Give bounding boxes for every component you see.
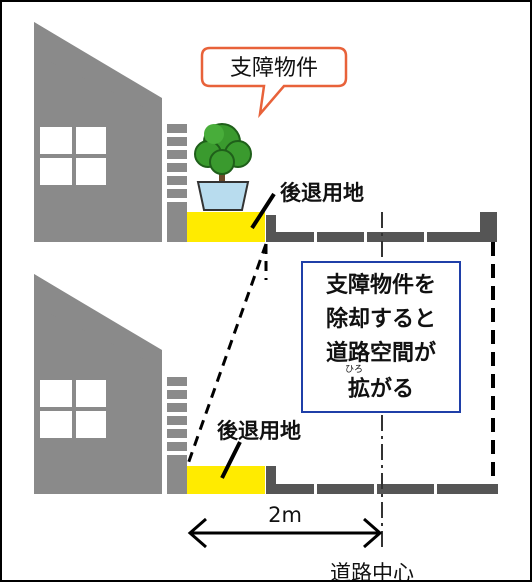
setback-label-top: 後退用地 [280,181,364,205]
wall-top [167,124,187,242]
info-box: 支障物件を 除却すると 道路空間が ひろ 拡がる [301,261,461,413]
wall-bottom [167,377,187,494]
info-line-3: 道路空間が [326,340,436,366]
dimension-2m: 2m [187,503,383,549]
house-bottom [34,274,162,494]
info-line-4: 拡がる [348,376,414,402]
setback-pointer-bottom [220,441,242,479]
house-bottom-window [40,380,106,438]
info-ruby: ひろ [345,364,363,375]
obstacle-tree-icon [194,123,252,211]
house-top-roof [34,22,162,110]
setback-dashed-connector [186,243,268,465]
house-top-window [40,127,106,185]
setback-pointer-top [250,192,276,230]
house-bottom-roof [34,274,162,362]
road-center-label: 道路中心 [330,561,414,582]
road-edge-top [266,212,497,244]
setback-label-bottom: 後退用地 [217,419,301,443]
info-line-1: 支障物件を [326,272,436,298]
callout-label: 支障物件 [230,56,318,81]
dimension-label: 2m [268,503,302,527]
house-top [34,22,162,242]
callout-obstacle: 支障物件 [200,46,348,119]
info-line-2: 除却すると [326,306,436,332]
